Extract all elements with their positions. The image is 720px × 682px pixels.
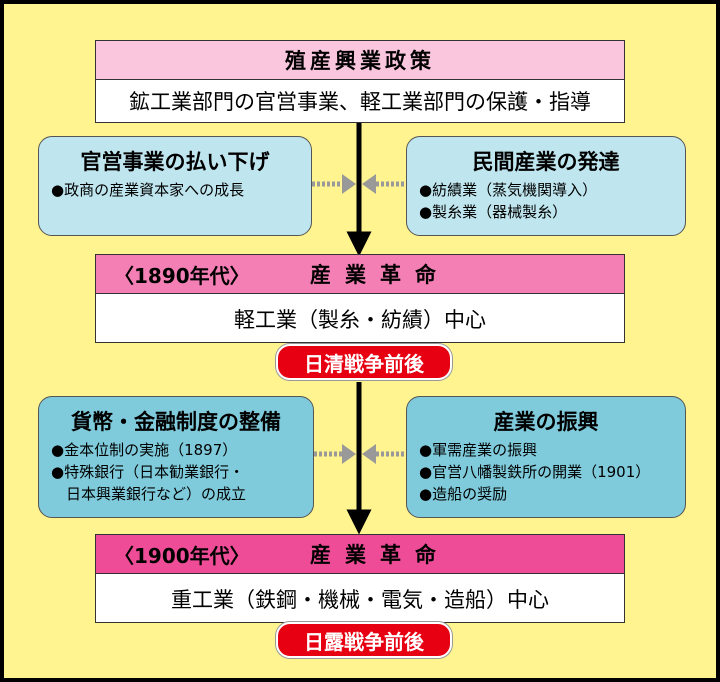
era2-label: 〈1900年代〉 — [114, 543, 250, 568]
left-box-finance: 貨幣・金融制度の整備 ●金本位制の実施（1897） ●特殊銀行（日本勧業銀行・ … — [38, 396, 314, 518]
era1-label: 〈1890年代〉 — [114, 263, 250, 288]
era1-content-box: 軽工業（製糸・紡績）中心 — [95, 293, 625, 343]
policy-title-box: 殖産興業政策 — [95, 40, 625, 80]
right-box-title: 民間産業の発達 — [472, 150, 620, 174]
era2-content-box: 重工業（鉄鋼・機械・電気・造船）中心 — [95, 573, 625, 623]
right-box-item: ●紡績業（蒸気機関導入） — [419, 181, 598, 199]
right2-item: ●造船の奨励 — [419, 485, 508, 503]
right-box-industry-promotion: 産業の振興 ●軍需産業の振興 ●官営八幡製鉄所の開業（1901） ●造船の奨励 — [406, 396, 686, 518]
connectors — [312, 114, 406, 535]
era2-title: 産業革命 — [310, 543, 450, 567]
diagram-canvas: 殖産興業政策 鉱工業部門の官営事業、軽工業部門の保護・指導 官営事業の払い下げ … — [3, 3, 717, 679]
era1-header: 〈1890年代〉 産業革命 — [95, 254, 625, 294]
left2-item: 日本興業銀行など）の成立 — [66, 485, 247, 503]
era2-header: 〈1900年代〉 産業革命 — [95, 534, 625, 574]
merge-arrowhead-left-2 — [342, 444, 356, 464]
era2-badge-text: 日露戦争前後 — [304, 629, 424, 654]
era1-badge-text: 日清戦争前後 — [304, 351, 424, 376]
policy-subtitle: 鉱工業部門の官営事業、軽工業部門の保護・指導 — [129, 90, 591, 114]
right-box-item: ●製糸業（器械製糸） — [419, 203, 568, 221]
left2-item: ●金本位制の実施（1897） — [51, 441, 238, 459]
left-box-privatization: 官営事業の払い下げ ●政商の産業資本家への成長 — [38, 136, 312, 236]
policy-title: 殖産興業政策 — [285, 49, 435, 73]
era1-title: 産業革命 — [310, 263, 450, 287]
era1-badge: 日清戦争前後 — [276, 344, 452, 380]
policy-subtitle-box: 鉱工業部門の官営事業、軽工業部門の保護・指導 — [95, 79, 625, 123]
merge-arrowhead-right-1 — [362, 174, 376, 194]
right2-title: 産業の振興 — [493, 410, 599, 434]
era2-content: 重工業（鉄鋼・機械・電気・造船）中心 — [171, 588, 549, 612]
era1-content: 軽工業（製糸・紡績）中心 — [234, 308, 486, 332]
left2-title: 貨幣・金融制度の整備 — [71, 410, 281, 434]
left-box-title: 官営事業の払い下げ — [80, 150, 270, 174]
left2-item: ●特殊銀行（日本勧業銀行・ — [51, 463, 245, 481]
merge-arrowhead-right-2 — [362, 444, 376, 464]
merge-arrowhead-left-1 — [342, 174, 356, 194]
left-box-item: ●政商の産業資本家への成長 — [51, 181, 245, 199]
right2-item: ●軍需産業の振興 — [419, 441, 538, 459]
right2-item: ●官営八幡製鉄所の開業（1901） — [419, 463, 651, 481]
right-box-private-industry: 民間産業の発達 ●紡績業（蒸気機関導入） ●製糸業（器械製糸） — [406, 136, 686, 236]
era2-badge: 日露戦争前後 — [276, 622, 452, 658]
